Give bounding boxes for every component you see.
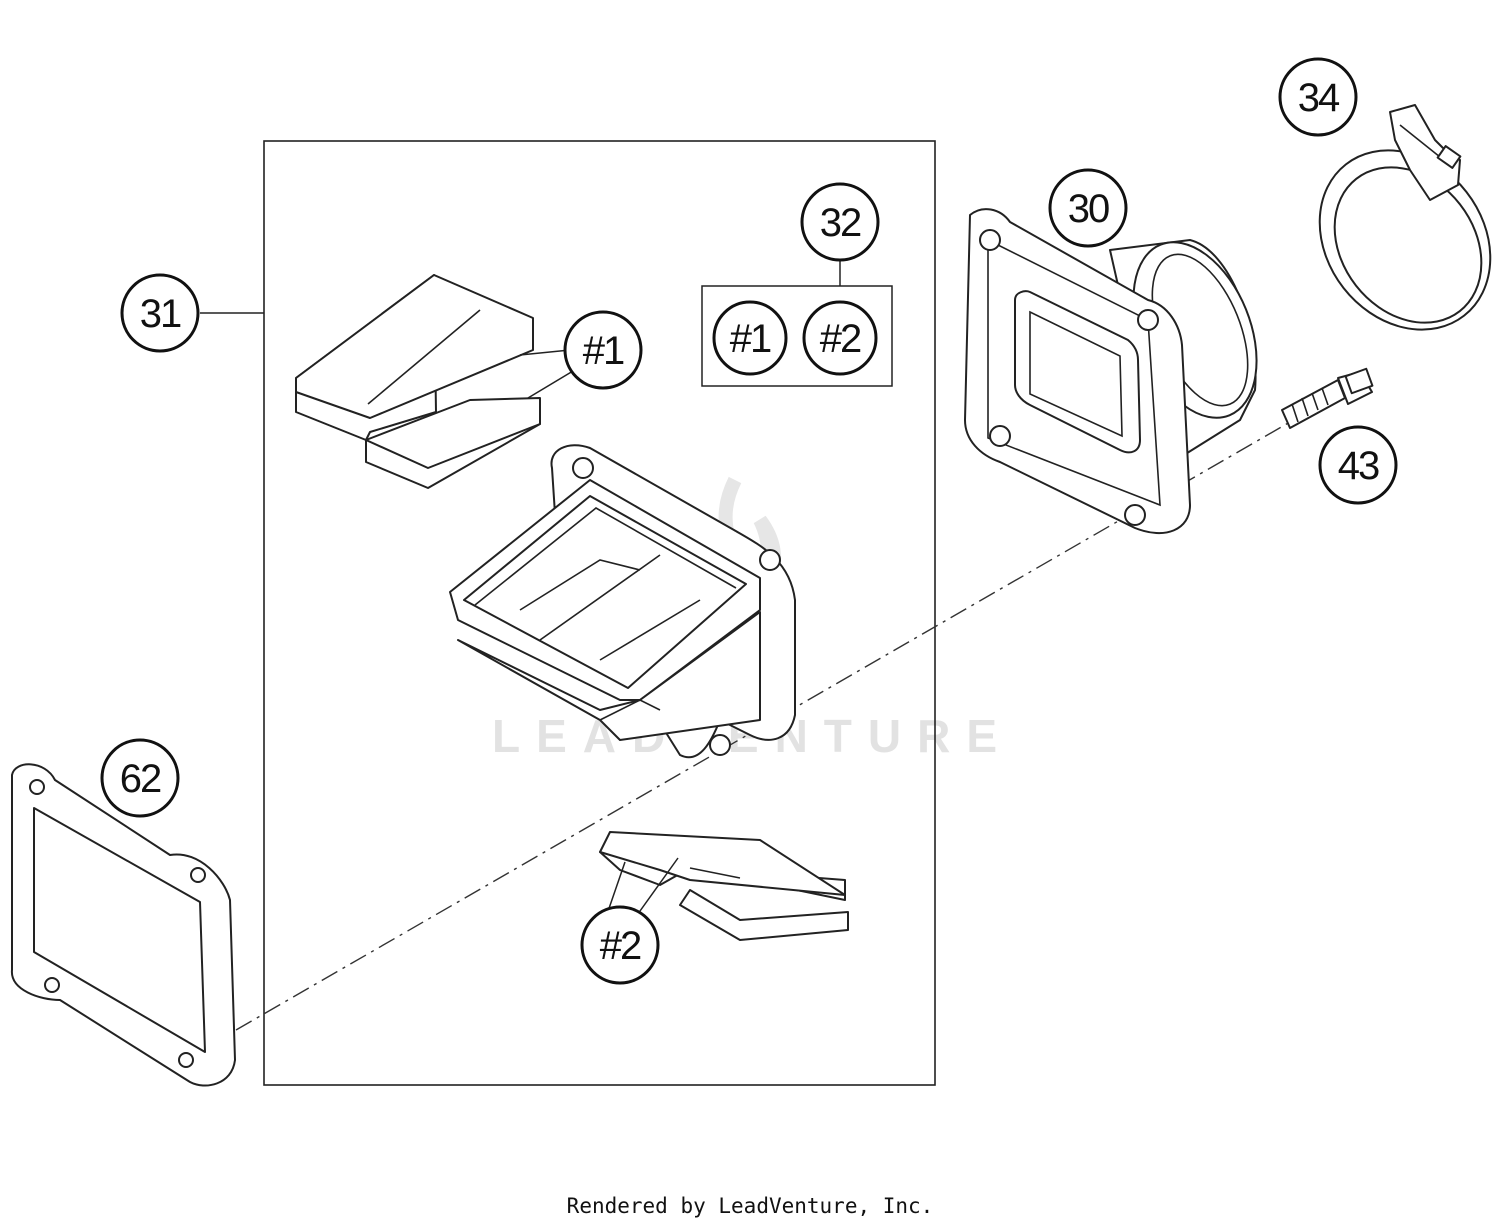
footer-credit: Rendered by LeadVenture, Inc. — [566, 1194, 934, 1218]
reed-petals-2 — [599, 831, 849, 941]
svg-text:32: 32 — [820, 201, 861, 245]
callout-1[interactable]: #1 — [563, 310, 643, 390]
leader-1b — [527, 367, 579, 399]
svg-text:#1: #1 — [730, 317, 771, 361]
reed-valve-block — [449, 444, 796, 759]
svg-text:#1: #1 — [583, 329, 624, 373]
svg-text:#2: #2 — [600, 924, 641, 968]
intake-flange-30 — [964, 208, 1258, 535]
reed-petals-1 — [295, 274, 541, 489]
screw-43 — [1281, 367, 1374, 429]
callout-32-item-2[interactable]: #2 — [802, 300, 878, 376]
kit-box-32 — [701, 285, 893, 387]
callout-31[interactable]: 31 — [120, 273, 200, 353]
svg-text:62: 62 — [120, 757, 161, 801]
callout-2[interactable]: #2 — [580, 905, 660, 985]
svg-text:30: 30 — [1068, 187, 1109, 231]
svg-text:34: 34 — [1298, 76, 1340, 120]
leader-2b — [634, 857, 679, 919]
svg-text:31: 31 — [140, 292, 181, 336]
gasket-62 — [10, 763, 236, 1087]
callout-34[interactable]: 34 — [1278, 57, 1358, 137]
callout-62[interactable]: 62 — [100, 738, 180, 818]
svg-text:43: 43 — [1338, 444, 1379, 488]
callout-30[interactable]: 30 — [1048, 168, 1128, 248]
callout-32-item-1[interactable]: #1 — [712, 300, 788, 376]
callout-32[interactable]: 32 — [800, 182, 880, 262]
hose-clamp-34 — [1318, 104, 1492, 331]
callout-43[interactable]: 43 — [1318, 425, 1398, 505]
svg-text:#2: #2 — [820, 317, 861, 361]
leader-1a — [519, 349, 571, 356]
kit-box-31 — [263, 140, 936, 1086]
